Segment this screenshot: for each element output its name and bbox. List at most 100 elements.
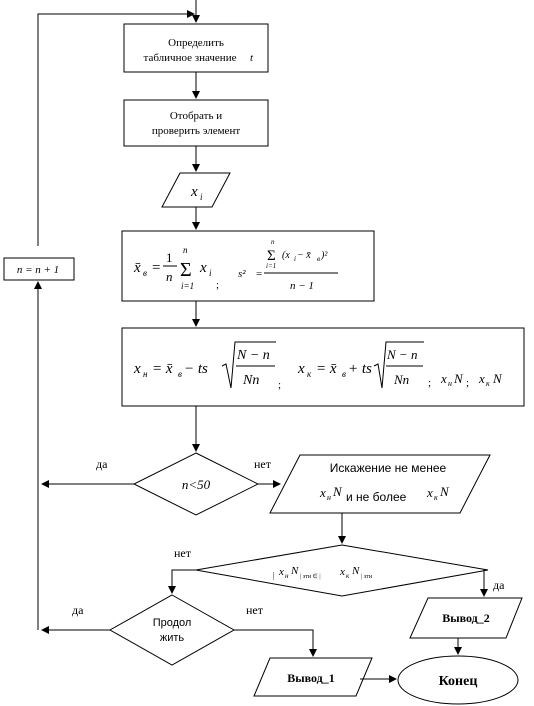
distortion-x2: x xyxy=(426,485,433,500)
variance-den: n − 1 xyxy=(290,280,314,292)
n-increment-text: n = n + 1 xyxy=(17,264,59,276)
distortion-mid: и не более xyxy=(346,490,407,504)
label-range-no: нет xyxy=(174,546,192,560)
bounds-eq2-sub: в xyxy=(342,369,346,379)
distortion-x1-sub: н xyxy=(327,493,331,502)
bounds-plus-ts: + ts xyxy=(348,361,372,377)
end-terminator xyxy=(397,655,519,705)
variance-sum-top: n xyxy=(271,238,275,246)
mean-lhs: x̄ xyxy=(133,260,141,276)
loop-top-line xyxy=(37,10,195,246)
distortion-N1: N xyxy=(332,484,343,499)
continue-line1: Продол xyxy=(153,617,192,629)
label-yes-left: да xyxy=(96,457,108,471)
variance-eq: = xyxy=(256,268,262,280)
bounds-root2-den: Nn xyxy=(393,372,409,387)
output-2-block xyxy=(409,597,523,639)
label-range-yes: да xyxy=(493,578,505,592)
bounds-sep3: ; xyxy=(466,377,469,389)
mean-separator: ; xyxy=(216,279,219,291)
label-no-right: нет xyxy=(254,457,272,471)
variance-num-expr: (x xyxy=(282,250,290,261)
bounds-sep2: ; xyxy=(428,377,431,389)
bounds-root2-num: N − n xyxy=(386,347,417,362)
variance-sum-sigma: Σ xyxy=(267,248,276,264)
select-line2: проверить элемент xyxy=(152,125,240,137)
end-label: Конец xyxy=(439,674,478,689)
input-xi-block xyxy=(161,172,231,208)
distortion-N2: N xyxy=(439,484,450,499)
bounds-xk-sub: к xyxy=(307,369,312,379)
distortion-block xyxy=(269,454,491,514)
mean-frac-den: n xyxy=(166,269,173,284)
determine-t-block xyxy=(123,23,269,73)
variance-lhs: s² xyxy=(238,268,246,280)
bounds-xn-sub: н xyxy=(143,369,148,379)
bounds-tail2-sub: к xyxy=(486,379,490,388)
output-2-label: Вывод_2 xyxy=(442,611,490,625)
mean-sum-bottom: i=1 xyxy=(181,281,194,291)
mean-frac-num: 1 xyxy=(166,250,173,265)
mean-eq: = xyxy=(152,260,160,276)
determine-line2: табличное значение xyxy=(144,52,237,64)
range-N2: N xyxy=(351,565,360,577)
select-line1: Отобрать и xyxy=(170,110,222,122)
bounds-eq1: = x̄ xyxy=(152,361,173,377)
decision-continue xyxy=(108,594,236,666)
bounds-sep1: ; xyxy=(278,379,281,391)
mean-sum-top: n xyxy=(183,245,188,255)
bounds-xk: x xyxy=(297,361,305,377)
decision-range xyxy=(195,544,489,597)
continue-line2: жить xyxy=(160,632,185,644)
decision-n-text: n<50 xyxy=(182,477,211,492)
input-x: x xyxy=(190,184,198,200)
range-x1: x xyxy=(278,566,284,578)
distortion-x1: x xyxy=(319,485,326,500)
range-x2: x xyxy=(339,566,345,578)
variance-num-expr2: − x̄ xyxy=(297,250,311,261)
bounds-root1-den: Nn xyxy=(242,373,259,388)
determine-line1: Определить xyxy=(168,37,224,49)
variance-num-i: i xyxy=(294,255,296,263)
input-x-sub: i xyxy=(200,192,203,202)
output-1-block xyxy=(253,657,373,697)
bounds-eq1-sub: в xyxy=(178,369,182,379)
variance-num-sub: в xyxy=(317,255,320,263)
bounds-tail1-N: N xyxy=(453,371,464,386)
bounds-tail2-x: x xyxy=(478,371,485,386)
arrow-range-no xyxy=(168,569,196,594)
mean-lhs-sub: в xyxy=(143,268,147,278)
arrow-continue-no xyxy=(234,629,317,657)
mean-sum-term-sub: i xyxy=(209,268,212,278)
range-bar: | xyxy=(273,571,275,580)
bounds-eq2: = x̄ xyxy=(316,361,337,377)
bounds-tail2-N: N xyxy=(492,371,503,386)
range-N1: N xyxy=(290,565,299,577)
decision-n-lt-50 xyxy=(132,452,260,516)
label-continue-yes: да xyxy=(72,603,84,617)
arrow-range-yes xyxy=(480,569,488,597)
distortion-line1: Искажение не менее xyxy=(330,461,447,475)
bounds-tail1-sub: н xyxy=(448,379,452,388)
determine-var-t: t xyxy=(250,52,254,64)
bounds-minus-ts: − ts xyxy=(184,361,208,377)
bounds-root1-num: N − n xyxy=(236,348,270,363)
range-x2-sub: к xyxy=(346,572,350,580)
bounds-root2 xyxy=(373,341,424,389)
distortion-x2-sub: к xyxy=(434,493,438,502)
n-increment-block xyxy=(3,257,75,281)
variance-sum-bottom: i=1 xyxy=(266,262,276,270)
label-continue-no: нет xyxy=(246,603,264,617)
output-1-label: Вывод_1 xyxy=(287,671,335,685)
range-x1-sub: н xyxy=(285,572,289,580)
select-element-block xyxy=(123,99,269,147)
variance-num-expr3: )² xyxy=(320,250,328,261)
range-sub2: | эти xyxy=(361,574,373,580)
bounds-xn: x xyxy=(133,361,141,377)
bounds-tail1-x: x xyxy=(440,371,447,386)
mean-sum-term: x xyxy=(199,260,207,276)
bounds-root1 xyxy=(221,341,276,389)
interval-bounds-block xyxy=(121,327,525,407)
